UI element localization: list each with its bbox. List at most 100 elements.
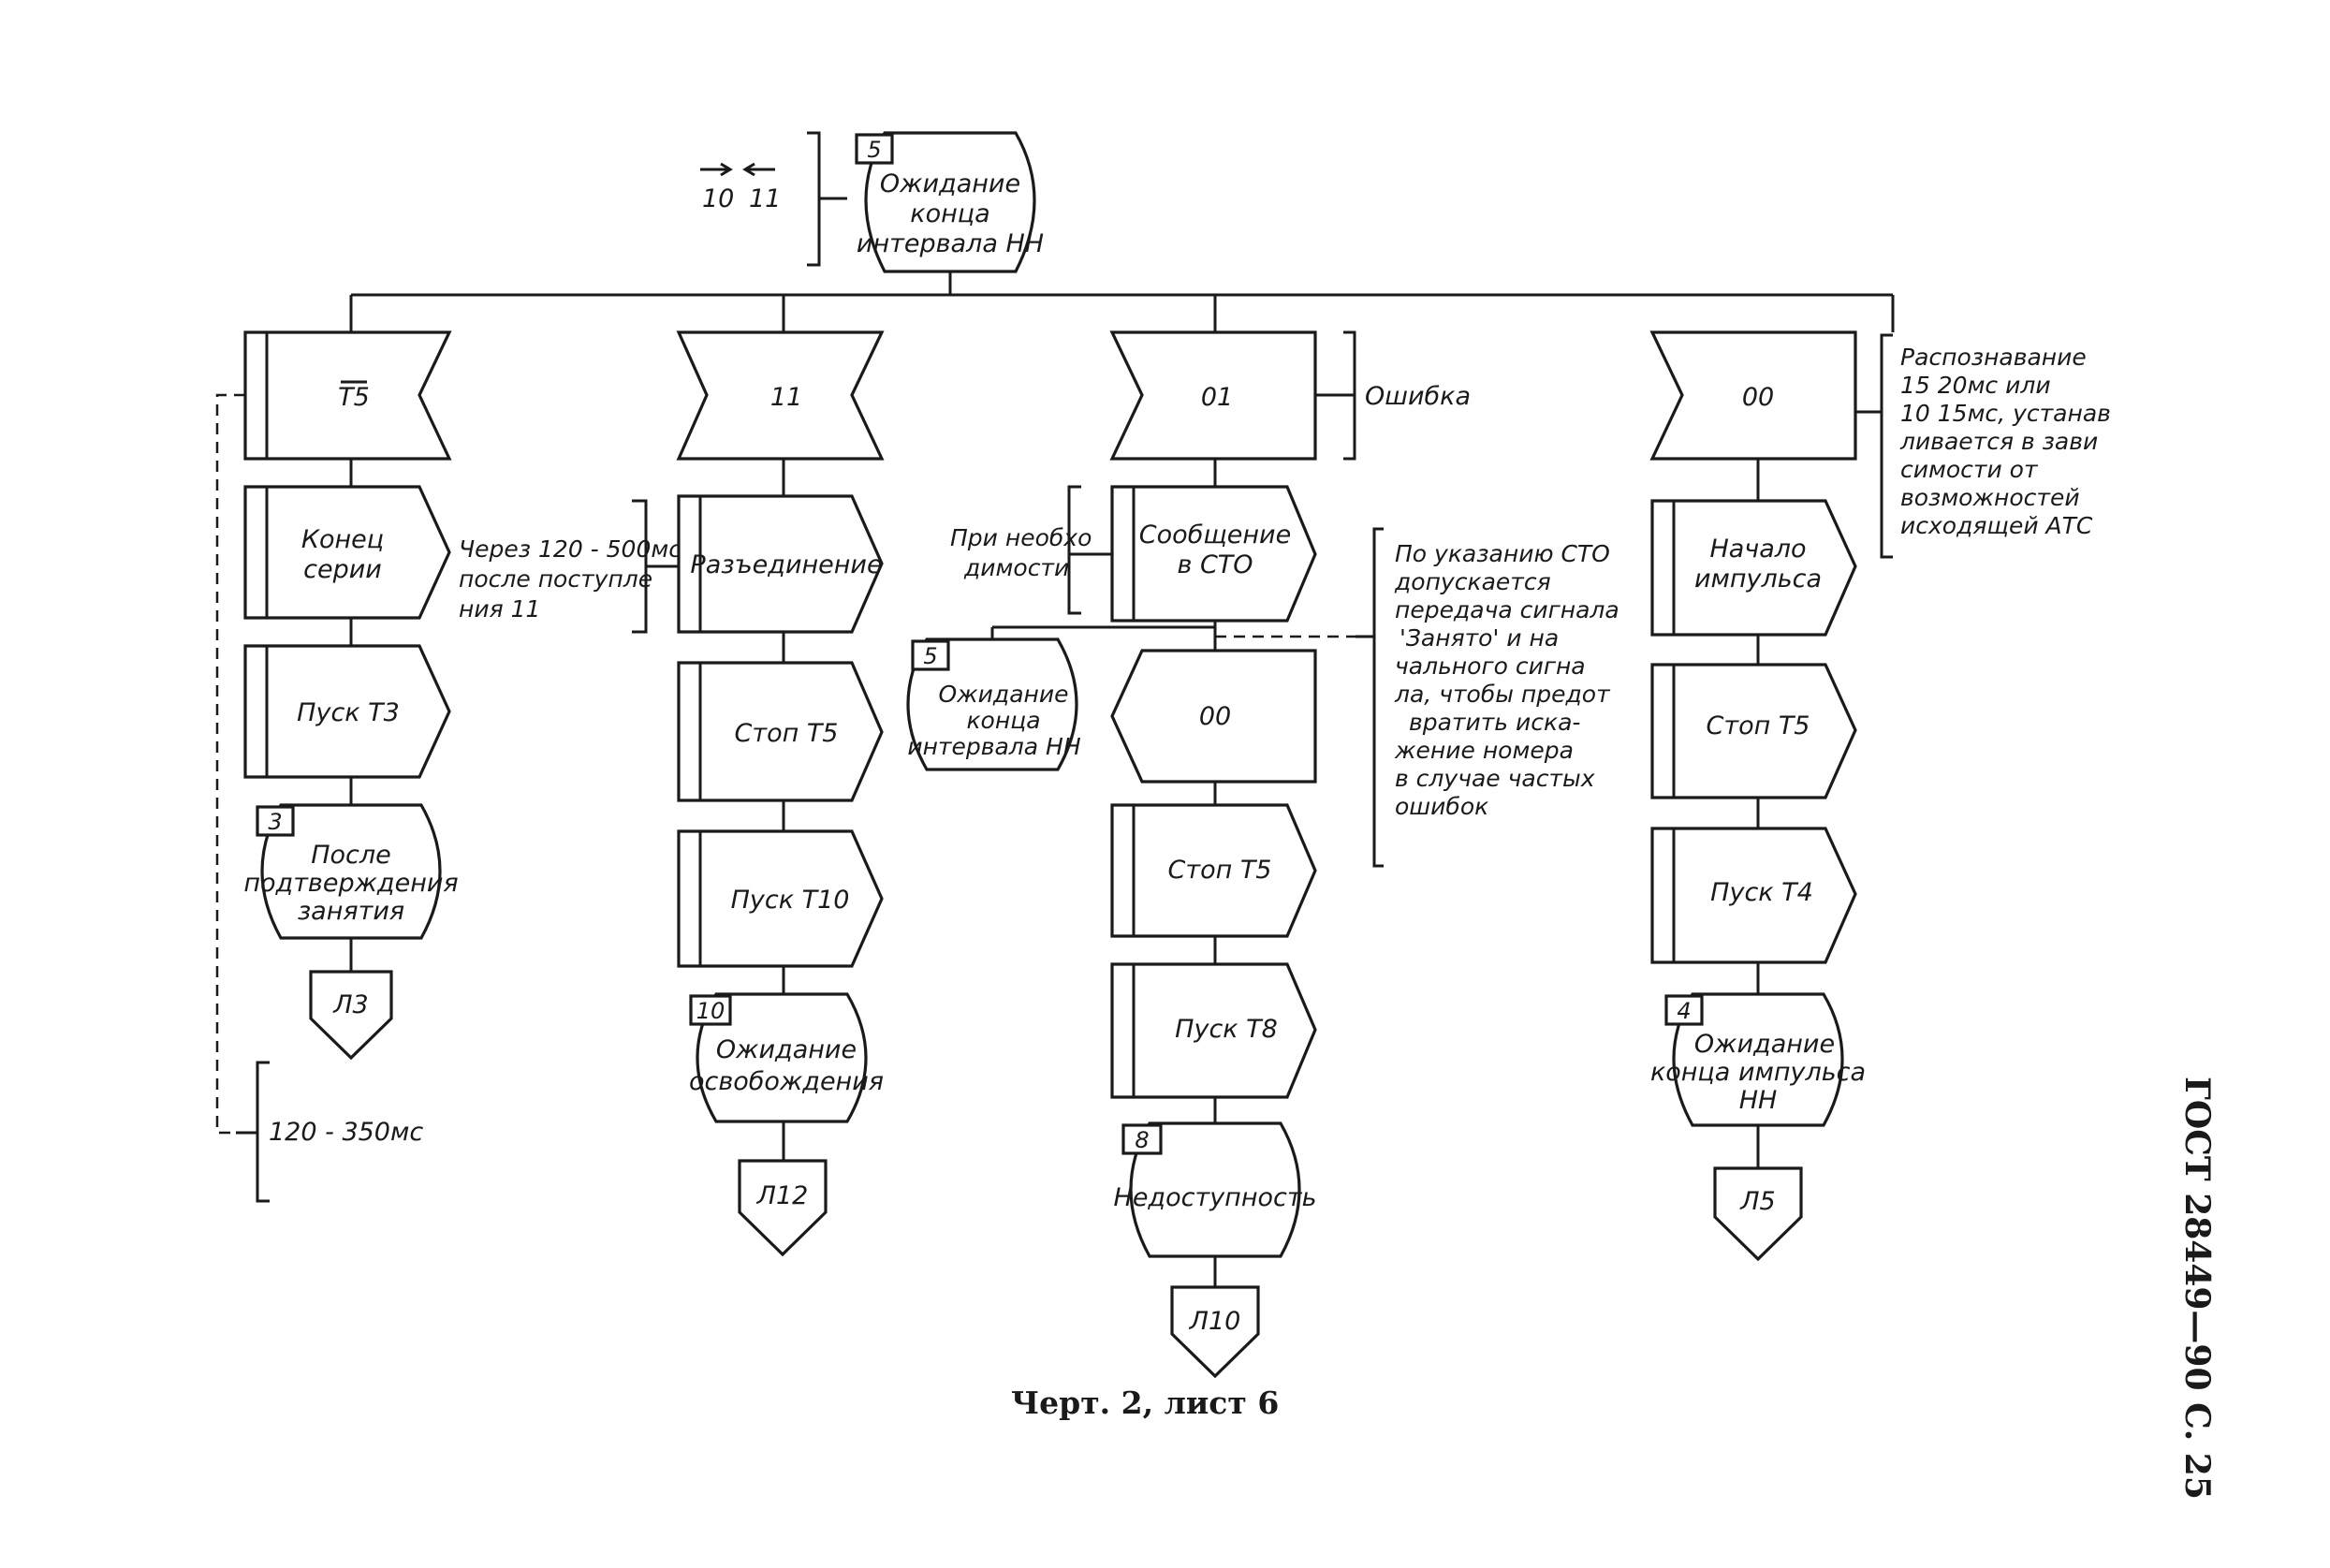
task-start-t8: Пуск Т8 [1110, 962, 1317, 1099]
note-line-9: в случае частых [1395, 765, 1595, 792]
incoming-signal-10: 10 [702, 184, 734, 213]
note-line-2: после поступле [459, 565, 652, 593]
task-label: Пуск Т3 [297, 698, 400, 727]
note-line-2: димости [963, 554, 1069, 581]
note-line-7: вратить искa- [1409, 709, 1580, 736]
state-number: 5 [867, 137, 881, 163]
figure-caption: Черт. 2, лист 6 [1011, 1385, 1279, 1421]
output-00: 00 [1110, 649, 1317, 784]
task-line-2: серии [303, 555, 382, 584]
note-line-1: Через 120 - 500мс [459, 535, 681, 563]
output-line-2: импульса [1694, 564, 1822, 593]
note-line-5: симости от [1900, 456, 2039, 483]
input-label: T5 [338, 383, 370, 412]
state-line-3: занятия [298, 897, 404, 926]
task-stop-t5: Стоп Т5 [1110, 803, 1317, 938]
state-number: 3 [268, 809, 282, 835]
task-label: Стоп Т5 [1167, 856, 1271, 885]
connector-label: Л12 [756, 1181, 809, 1210]
note-line-10: ошибок [1395, 793, 1488, 820]
note-line-1: При необхо [950, 524, 1092, 551]
state-line-2: освобождения [689, 1067, 884, 1096]
state-label: Недоступность [1114, 1183, 1317, 1212]
state-line-2: конца импульса [1650, 1058, 1866, 1087]
state-unavailable: 8 Недоступность [1114, 1121, 1317, 1258]
task-label: Пуск Т10 [731, 886, 850, 915]
task-stop-t5: Стоп Т5 [1650, 663, 1857, 799]
state-number-box [689, 994, 732, 1026]
task-start-t4: Пуск Т4 [1650, 827, 1857, 964]
state-line-3: НН [1739, 1086, 1778, 1115]
note-line-1: Распознавание [1900, 344, 2087, 371]
task-start-t10: Пуск Т10 [677, 829, 884, 968]
column-1: T5 Конец серии Пуск Т3 3 После подтвержд… [215, 330, 459, 1203]
task-label: Разъединение [690, 550, 882, 579]
connector-l5: Л5 [1713, 1166, 1803, 1262]
output-label: 00 [1199, 702, 1231, 731]
note-line-2: допускается [1394, 568, 1551, 595]
note-line-3: 10 15мс, устанав [1900, 400, 2111, 427]
state-wait-interval-branch: 5 Ожидание конца интервала НН [906, 637, 1081, 771]
output-message-to-sto: Сообщение в СТО [1110, 485, 1317, 623]
note-line-3: ния 11 [459, 595, 540, 623]
state-wait-interval-top: 5 Ожидание конца интервала НН [855, 131, 1044, 273]
task-stop-t5: Стоп Т5 [677, 661, 884, 802]
incoming-signals: 10 11 [700, 131, 847, 267]
state-after-seizure-confirmation: 3 После подтверждения занятия [243, 803, 459, 940]
state-number: 8 [1135, 1127, 1149, 1153]
state-number-box [855, 133, 894, 165]
column-3: 01 Ошибка При необхо димости Сообщение в… [906, 330, 1619, 1379]
state-line-1: Ожидание [938, 681, 1068, 708]
note-line-4: ливается в зави [1899, 428, 2098, 455]
incoming-signal-11: 11 [749, 184, 781, 213]
state-line-2: конца [910, 199, 989, 228]
state-line-3: интервала НН [857, 229, 1044, 258]
connector-l10: Л10 [1170, 1285, 1260, 1379]
task-label: Пуск Т8 [1175, 1015, 1278, 1044]
input-signal-11: 11 [676, 330, 885, 461]
standard-page-label: ГОСТ 28449—90 С. 25 [2177, 1077, 2217, 1500]
state-number: 10 [696, 998, 725, 1024]
output-pulse-start: Начало импульса [1650, 499, 1857, 637]
task-end-of-series: Конец серии [243, 485, 451, 620]
connector-label: Л10 [1189, 1307, 1241, 1336]
input-signal-01: 01 [1109, 330, 1317, 461]
connector-label: Л3 [332, 990, 368, 1019]
state-number-box [1664, 994, 1704, 1026]
task-label: Пуск Т4 [1710, 878, 1813, 907]
state-line-1: Ожидание [1694, 1030, 1835, 1059]
state-line-1: Ожидание [880, 169, 1020, 198]
input-label: 01 [1201, 383, 1233, 412]
input-label: 11 [770, 383, 802, 412]
error-note: Ошибка [1365, 382, 1471, 411]
note-line-6: ла, чтобы предот [1394, 681, 1611, 708]
connector-l12: Л12 [738, 1159, 828, 1257]
connector-label: Л5 [1739, 1187, 1775, 1216]
state-line-1: После [311, 841, 391, 870]
state-number: 5 [923, 643, 937, 669]
note-line-1: По указанию СТО [1395, 540, 1610, 567]
task-line-1: Конец [301, 525, 384, 554]
input-label: 00 [1742, 383, 1774, 412]
task-label: Стоп Т5 [734, 719, 838, 748]
note-line-4: 'Занято' и на [1399, 624, 1559, 652]
column-4: 00 Распознавание 15 20мс или 10 15мс, ус… [1649, 330, 2111, 1262]
sto-note: По указанию СТО допускается передача сиг… [1394, 540, 1619, 820]
state-line-3: интервала НН [907, 733, 1081, 760]
state-line-2: подтверждения [243, 869, 458, 898]
timer-note: 120 - 350мс [269, 1118, 423, 1147]
note-line-3: передача сигнала [1395, 596, 1619, 623]
note-line-2: 15 20мс или [1900, 372, 2051, 399]
input-signal-00: 00 [1649, 330, 1857, 461]
output-line-1: Сообщение [1139, 520, 1291, 550]
column-2: 11 Разъединение Стоп Т5 Пуск Т10 10 Ожид… [676, 330, 885, 1257]
state-number-box [256, 805, 295, 837]
task-label: Стоп Т5 [1706, 711, 1810, 740]
state-number: 4 [1677, 998, 1691, 1024]
state-wait-release: 10 Ожидание освобождения [689, 992, 884, 1123]
state-line-2: конца [966, 707, 1040, 734]
note-line-6: возможностей [1900, 484, 2080, 511]
output-line-2: в СТО [1177, 550, 1253, 579]
state-line-1: Ожидание [716, 1035, 857, 1064]
task-start-t3: Пуск Т3 [243, 644, 451, 779]
